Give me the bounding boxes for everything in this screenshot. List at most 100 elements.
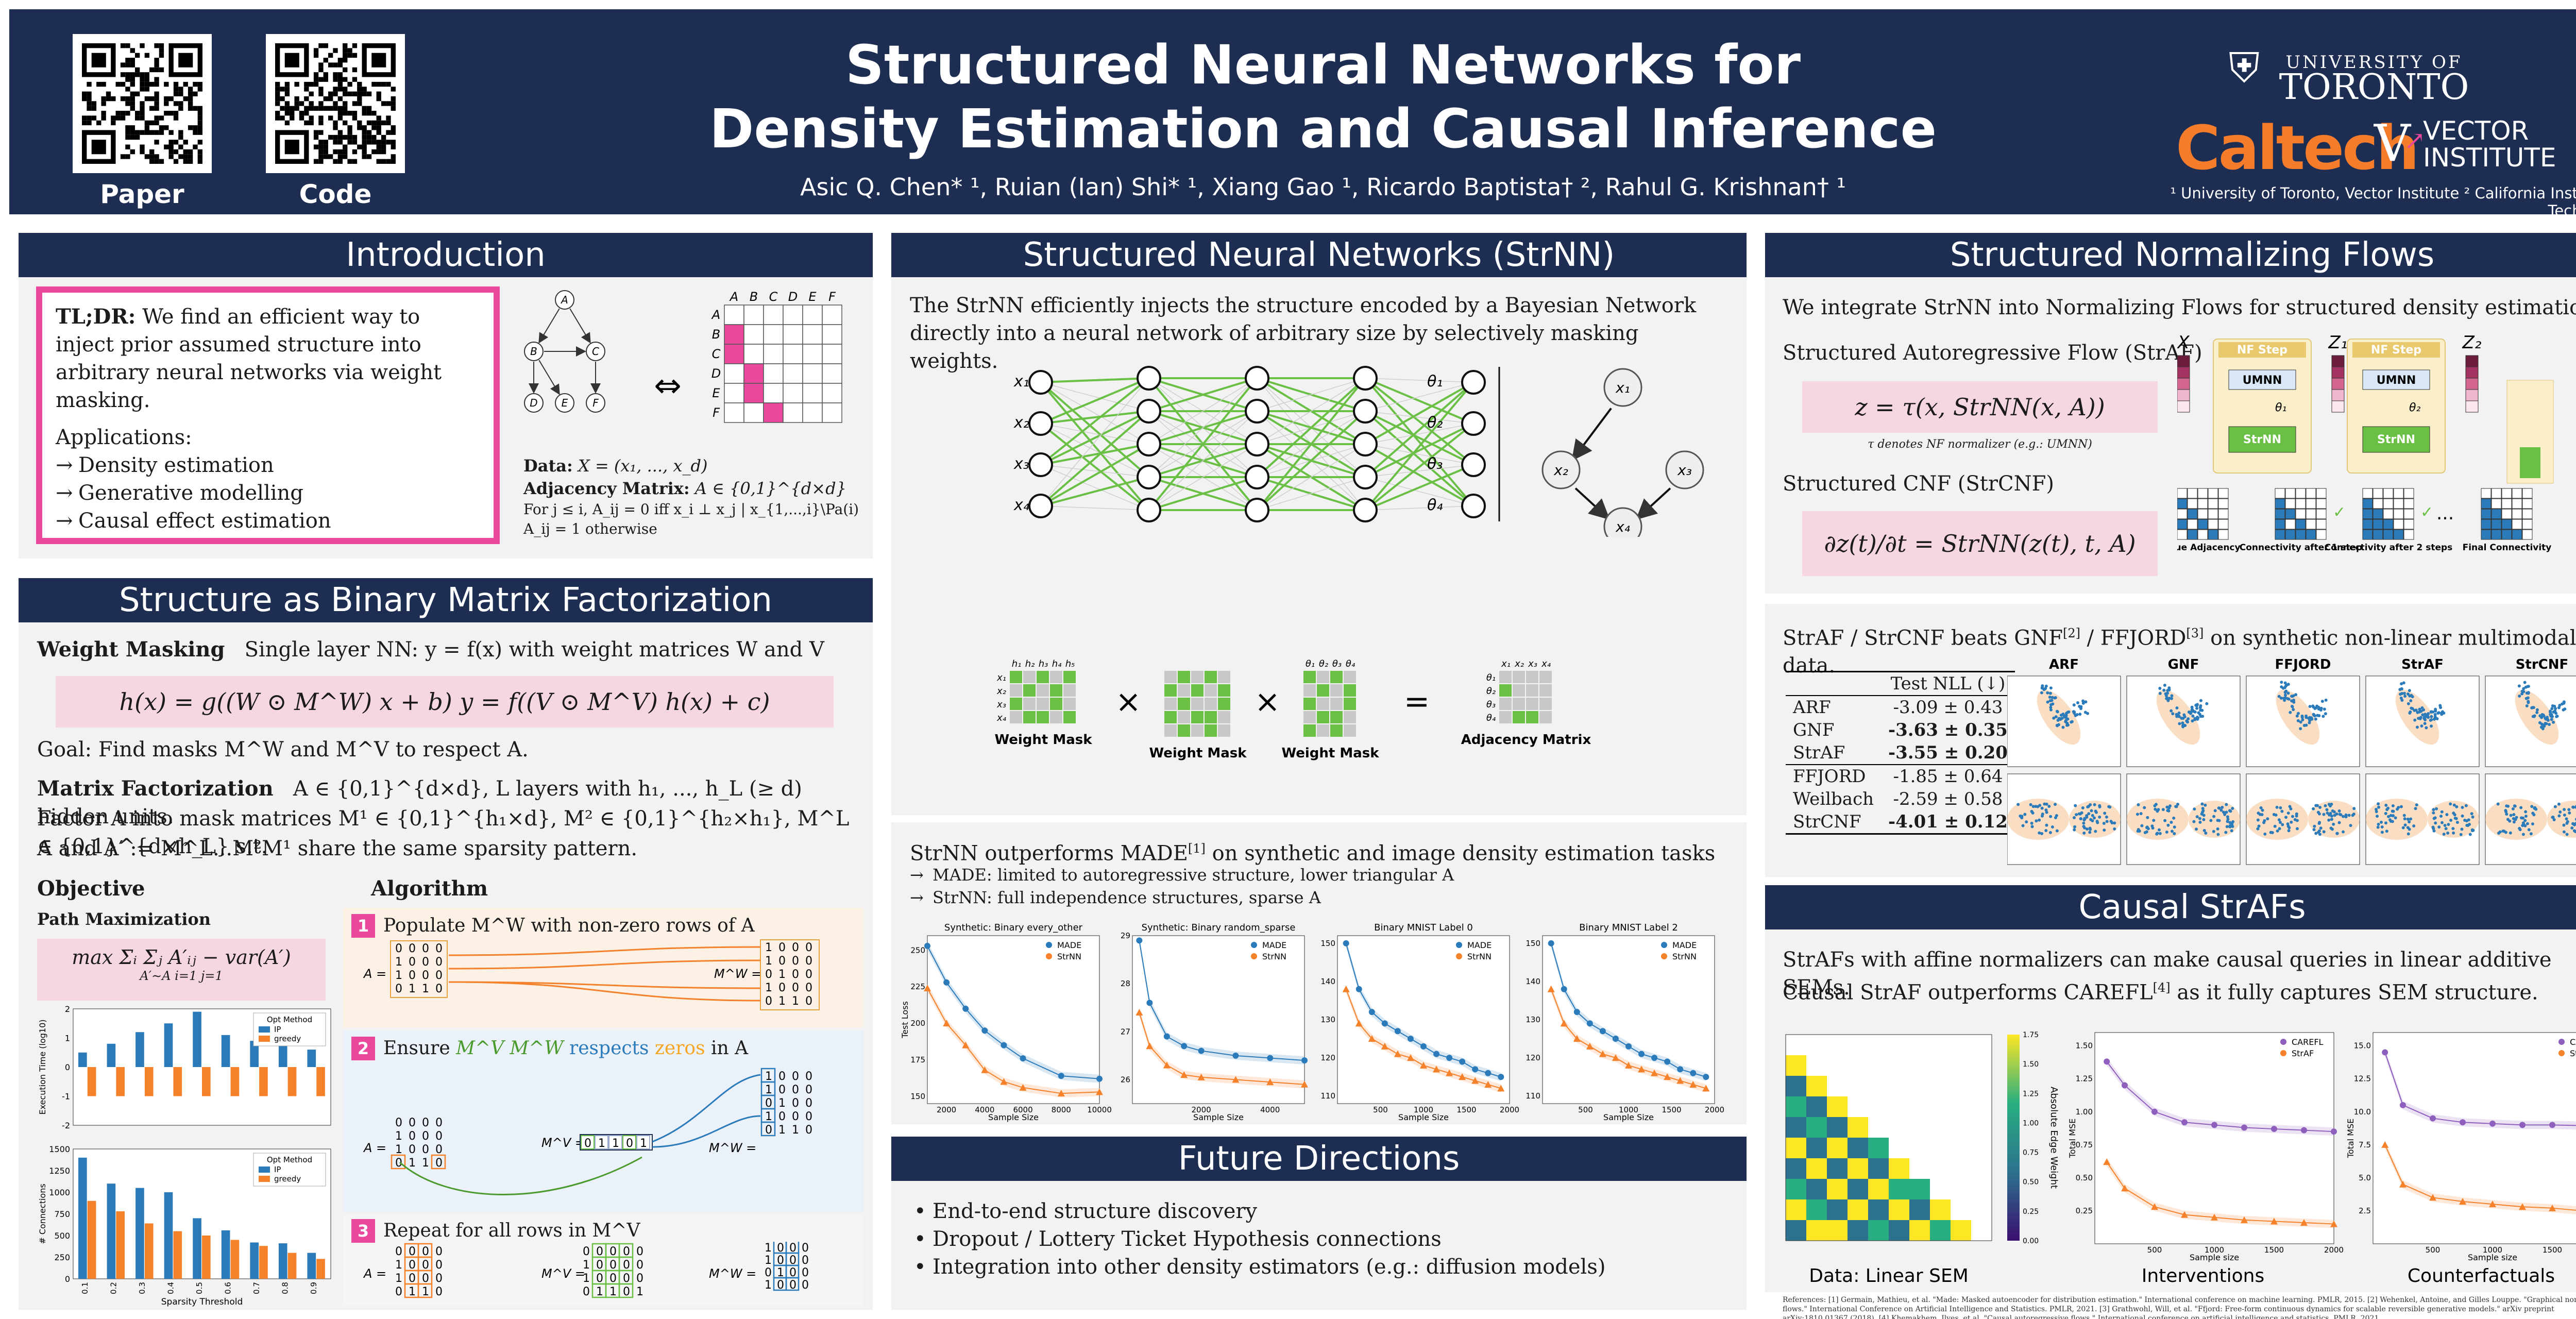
legend-label: greedy <box>274 1034 301 1043</box>
matrix-entry: 1 <box>409 1157 416 1170</box>
mask-cell <box>1317 698 1329 710</box>
sample-point <box>2299 720 2302 724</box>
heatmap-frame <box>1785 1034 1992 1241</box>
matrix-entry: 1 <box>395 969 402 982</box>
qr-module <box>130 101 135 106</box>
qr-module <box>391 159 396 164</box>
qr-module <box>178 106 183 111</box>
qr-module <box>164 81 169 87</box>
series-line <box>927 988 1100 1094</box>
matrix-cell <box>763 324 784 345</box>
masked-edge <box>1257 378 1366 445</box>
heatmap-cell <box>1930 1035 1951 1055</box>
a-label: A = <box>363 967 386 981</box>
sample-point <box>2452 803 2456 807</box>
qr-module <box>371 140 377 145</box>
matrix-entry: 0 <box>636 1272 643 1285</box>
paper-qr-code[interactable] <box>73 34 212 173</box>
qr-module <box>343 154 348 159</box>
matrix-entry: 1 <box>409 983 416 995</box>
data-point <box>1484 1080 1492 1088</box>
application-item: Causal effect estimation <box>56 507 480 535</box>
y-axis-label: Total MSE <box>2067 1119 2077 1159</box>
qr-module <box>188 149 193 155</box>
step-number: 1 <box>351 914 375 938</box>
sample-point <box>2140 824 2144 827</box>
matrix-entry: 1 <box>792 995 799 1008</box>
sample-point <box>2080 811 2083 815</box>
sample-point <box>2430 715 2433 718</box>
qr-module <box>376 125 381 130</box>
heatmap-cell <box>1827 1220 1848 1241</box>
sample-point <box>2190 705 2194 709</box>
mask-cell <box>1317 711 1329 723</box>
heatmap-cell <box>1848 1096 1868 1117</box>
sample-point <box>2279 806 2282 809</box>
sample-point <box>2225 810 2228 814</box>
active-edge <box>1148 476 1258 511</box>
mask-cell <box>1050 711 1062 723</box>
strnn-heading: Structured Neural Networks (StrNN) <box>891 233 1747 277</box>
heatmap-cell <box>1951 1138 1971 1158</box>
heatmap-cell <box>1786 1179 1806 1199</box>
matrix-entry: 0 <box>805 941 812 954</box>
sample-point <box>2531 822 2534 826</box>
mask-cell <box>1164 671 1177 683</box>
data-point <box>1407 1036 1414 1042</box>
data-point <box>1355 1020 1363 1027</box>
qr-module <box>381 140 386 145</box>
matrix-entry: 1 <box>422 983 429 995</box>
sample-point <box>2302 723 2306 727</box>
nll-row-name: GNF <box>1793 720 1835 740</box>
qr-module <box>125 111 130 116</box>
data-point <box>1561 986 1567 992</box>
connectivity-cell <box>2295 509 2306 519</box>
sample-point <box>2295 827 2299 831</box>
qr-module <box>343 48 348 53</box>
x-axis-label: Sample Size <box>1193 1112 1244 1122</box>
x-tick-label: 1500 <box>2543 1245 2562 1255</box>
qr-module <box>343 43 348 48</box>
data-point <box>1355 986 1362 992</box>
qr-module <box>347 125 352 130</box>
sample-point <box>2441 710 2444 714</box>
matrix-cell <box>783 344 803 364</box>
heatmap-cell <box>1806 1158 1827 1179</box>
qr-module <box>337 140 343 145</box>
sample-point <box>2562 830 2566 834</box>
heatmap-cell <box>1909 1220 1930 1241</box>
qr-module <box>120 81 126 87</box>
matrix-factorization-label: Matrix Factorization <box>37 776 274 801</box>
bar <box>278 1243 287 1279</box>
bmf-heading: Structure as Binary Matrix Factorization <box>19 578 873 622</box>
qr-module <box>159 125 164 130</box>
sample-point <box>2332 822 2335 826</box>
qr-module <box>120 111 126 116</box>
heatmap-cell <box>1786 1199 1806 1220</box>
heatmap-cell <box>1909 1096 1930 1117</box>
matrix-entry: 0 <box>778 1070 786 1083</box>
sample-point <box>2103 828 2106 832</box>
qr-module <box>391 106 396 111</box>
qr-module <box>144 130 150 135</box>
sample-point <box>2185 719 2189 723</box>
connectivity-cell <box>2295 488 2306 499</box>
future-item: End-to-end structure discovery <box>910 1197 1605 1225</box>
qr-module <box>318 91 324 96</box>
heatmap-cell <box>1971 1076 1992 1096</box>
sample-point <box>2263 832 2267 836</box>
sample-point <box>2342 830 2345 834</box>
matrix-entry: 0 <box>805 982 812 994</box>
active-edge <box>1364 377 1475 466</box>
sample-point <box>2157 828 2161 832</box>
sample-point <box>2432 817 2436 820</box>
mask-cell <box>1164 698 1177 710</box>
x-tick-label: 0.2 <box>109 1282 118 1294</box>
qr-module <box>149 130 155 135</box>
bn-edge <box>1636 487 1671 520</box>
code-qr-code[interactable] <box>266 34 405 173</box>
sample-point <box>2296 712 2300 715</box>
connectivity-cell <box>2372 498 2383 509</box>
matrix-cell <box>822 324 842 345</box>
